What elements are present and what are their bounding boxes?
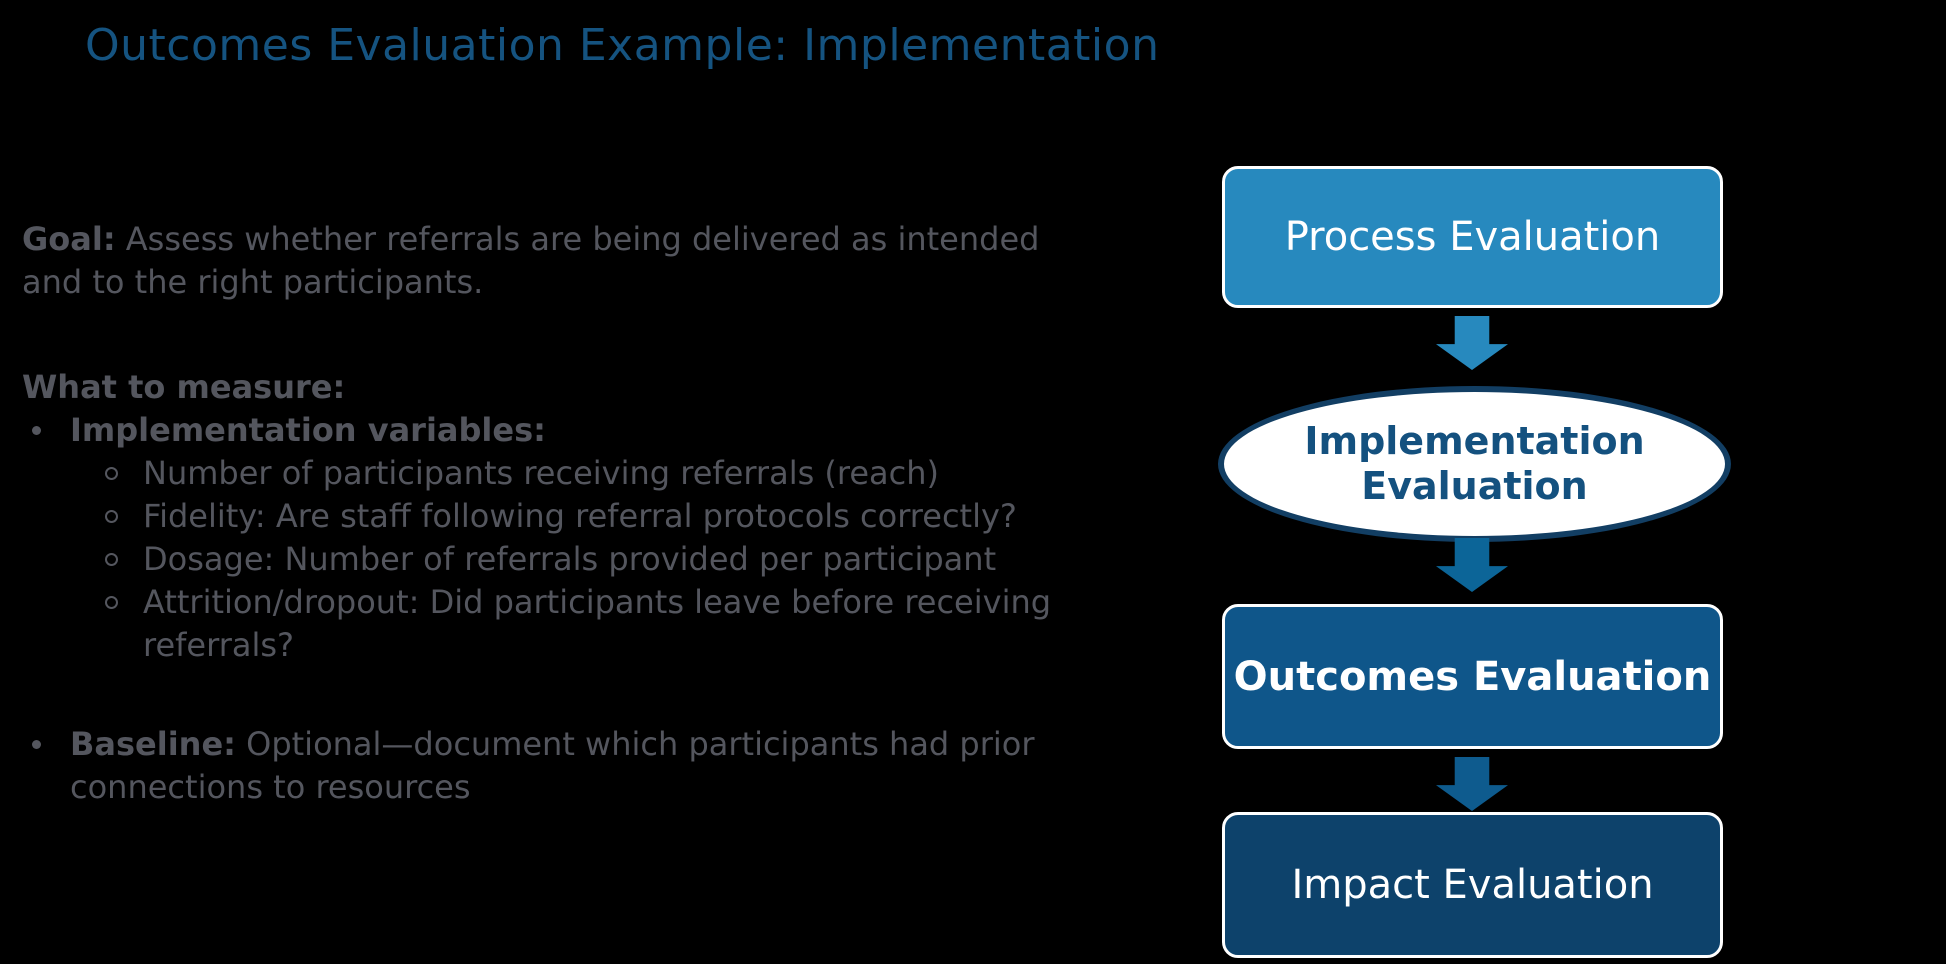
- goal-line-2: and to the right participants.: [22, 263, 484, 301]
- baseline-line-1-text: Optional—document which participants had…: [235, 725, 1035, 763]
- sub-item-reach: Number of participants receiving referra…: [143, 454, 940, 492]
- down-arrow-icon: [1436, 538, 1508, 592]
- baseline-line-2: connections to resources: [70, 768, 471, 806]
- flowchart-node-outcomes-evaluation: Outcomes Evaluation: [1222, 604, 1723, 749]
- down-arrow-icon: [1436, 316, 1508, 370]
- circle-bullet-icon: [103, 538, 143, 581]
- sub-item-attrition-line-2: referrals?: [143, 626, 294, 664]
- impact-evaluation-label: Impact Evaluation: [1291, 862, 1654, 908]
- goal-line-1-text: Assess whether referrals are being deliv…: [115, 220, 1040, 258]
- baseline-line-1: Baseline: Optional—document which partic…: [70, 723, 1035, 766]
- baseline-label: Baseline:: [70, 725, 236, 763]
- circle-bullet-icon: [103, 581, 143, 624]
- sub-item-dosage: Dosage: Number of referrals provided per…: [143, 540, 997, 578]
- list-item: Attrition/dropout: Did participants leav…: [22, 581, 1202, 667]
- flowchart-node-implementation-evaluation: Implementation Evaluation: [1218, 386, 1731, 542]
- sub-item-attrition: Attrition/dropout: Did participants leav…: [143, 581, 1051, 667]
- implementation-evaluation-label: Implementation Evaluation: [1304, 419, 1645, 508]
- page-title: Outcomes Evaluation Example: Implementat…: [85, 20, 1160, 71]
- bullet-baseline: Baseline: Optional—document which partic…: [22, 723, 1202, 809]
- list-item: Dosage: Number of referrals provided per…: [22, 538, 1202, 581]
- goal-paragraph: Goal: Assess whether referrals are being…: [22, 218, 1202, 304]
- down-arrow-icon: [1436, 757, 1508, 811]
- bullet-implementation-variables-label: Implementation variables:: [70, 411, 546, 449]
- sub-item-attrition-line-1: Attrition/dropout: Did participants leav…: [143, 583, 1052, 621]
- bullet-dot-icon: [30, 723, 70, 766]
- flowchart-node-impact-evaluation: Impact Evaluation: [1222, 812, 1723, 958]
- body-text-column: Goal: Assess whether referrals are being…: [22, 218, 1202, 809]
- bullet-dot-icon: [30, 409, 70, 452]
- baseline-text: Baseline: Optional—document which partic…: [70, 723, 1035, 809]
- circle-bullet-icon: [103, 495, 143, 538]
- measure-heading: What to measure:: [22, 368, 346, 406]
- goal-line-1: Goal: Assess whether referrals are being…: [22, 218, 1202, 261]
- outcomes-evaluation-label: Outcomes Evaluation: [1233, 653, 1712, 700]
- list-item: Number of participants receiving referra…: [22, 452, 1202, 495]
- sub-item-fidelity: Fidelity: Are staff following referral p…: [143, 497, 1017, 535]
- process-evaluation-label: Process Evaluation: [1284, 214, 1661, 260]
- list-item: Fidelity: Are staff following referral p…: [22, 495, 1202, 538]
- goal-label: Goal:: [22, 220, 116, 258]
- circle-bullet-icon: [103, 452, 143, 495]
- flowchart-node-process-evaluation: Process Evaluation: [1222, 166, 1723, 308]
- bullet-implementation-variables: Implementation variables:: [22, 409, 1202, 452]
